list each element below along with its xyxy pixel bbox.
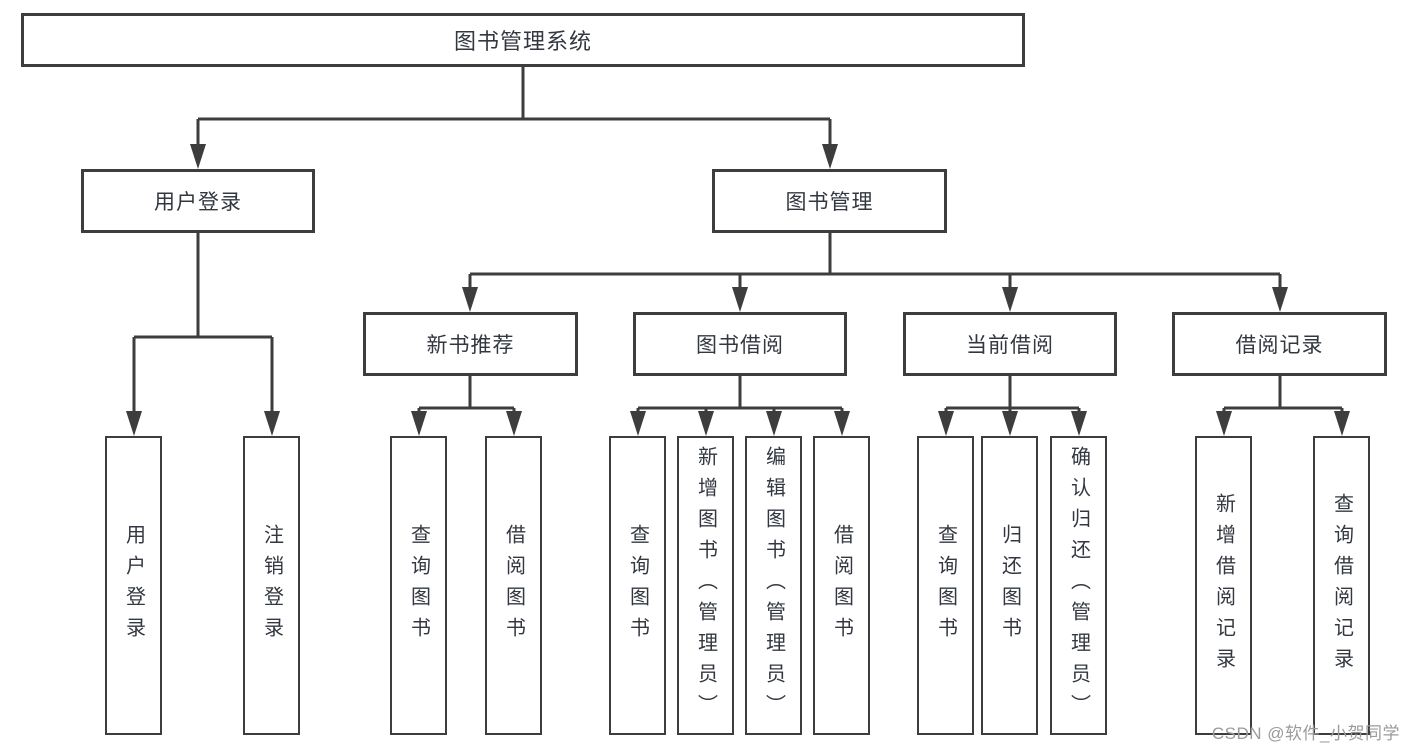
node-current-borrow: 当前借阅 [903, 312, 1117, 376]
leaf-user-login: 用户登录 [105, 436, 162, 735]
leaf-confirm-return-admin: 确认归还（管理员） [1050, 436, 1107, 735]
leaf-query-borrow-record: 查询借阅记录 [1313, 436, 1370, 735]
leaf-label: 查询图书 [934, 523, 957, 648]
leaf-add-book-admin: 新增图书（管理员） [677, 436, 734, 735]
connector-records-to-leaves [1216, 375, 1350, 436]
leaf-label: 借阅图书 [502, 523, 525, 648]
leaf-label: 新增图书（管理员） [694, 446, 717, 725]
leaf-label: 编辑图书（管理员） [762, 446, 785, 725]
leaf-label: 新增借阅记录 [1212, 492, 1235, 679]
leaf-label: 借阅图书 [830, 523, 853, 648]
connector-bookmgmt-to-level3 [462, 232, 1288, 312]
node-label: 图书管理系统 [453, 29, 592, 54]
leaf-label: 查询借阅记录 [1330, 492, 1353, 679]
node-borrow-records: 借阅记录 [1172, 312, 1387, 376]
leaf-query-books-borrow: 查询图书 [609, 436, 666, 735]
node-root: 图书管理系统 [21, 13, 1025, 67]
node-label: 图书借阅 [696, 334, 784, 357]
node-label: 图书管理 [785, 191, 874, 214]
connector-newbook-to-leaves [411, 375, 522, 436]
leaf-label: 注销登录 [260, 523, 283, 648]
node-label: 借阅记录 [1235, 334, 1324, 357]
leaf-label: 归还图书 [998, 523, 1021, 648]
leaf-label: 查询图书 [407, 523, 430, 648]
node-user-login: 用户登录 [81, 169, 315, 233]
node-label: 当前借阅 [966, 334, 1054, 357]
leaf-label: 用户登录 [122, 523, 145, 648]
leaf-query-books-newbook: 查询图书 [390, 436, 447, 735]
connector-current-to-leaves [938, 375, 1087, 436]
leaf-label: 确认归还（管理员） [1067, 446, 1090, 725]
node-book-borrow: 图书借阅 [633, 312, 847, 376]
leaf-logout: 注销登录 [243, 436, 300, 735]
node-new-book-recommend: 新书推荐 [363, 312, 578, 376]
leaf-return-books: 归还图书 [981, 436, 1038, 735]
leaf-add-borrow-record: 新增借阅记录 [1195, 436, 1252, 735]
leaf-query-books-current: 查询图书 [917, 436, 974, 735]
leaf-edit-book-admin: 编辑图书（管理员） [745, 436, 802, 735]
node-label: 新书推荐 [426, 334, 515, 357]
leaf-label: 查询图书 [626, 523, 649, 648]
node-label: 用户登录 [154, 191, 242, 214]
connector-root-to-level2 [190, 66, 838, 169]
leaf-borrow-books-newbook: 借阅图书 [485, 436, 542, 735]
leaf-borrow-books-borrow: 借阅图书 [813, 436, 870, 735]
watermark: CSDN @软件_小贺同学 [1211, 724, 1400, 743]
connector-borrow-to-leaves [630, 375, 850, 436]
node-book-management: 图书管理 [712, 169, 947, 233]
connector-login-to-leaves [126, 232, 280, 436]
